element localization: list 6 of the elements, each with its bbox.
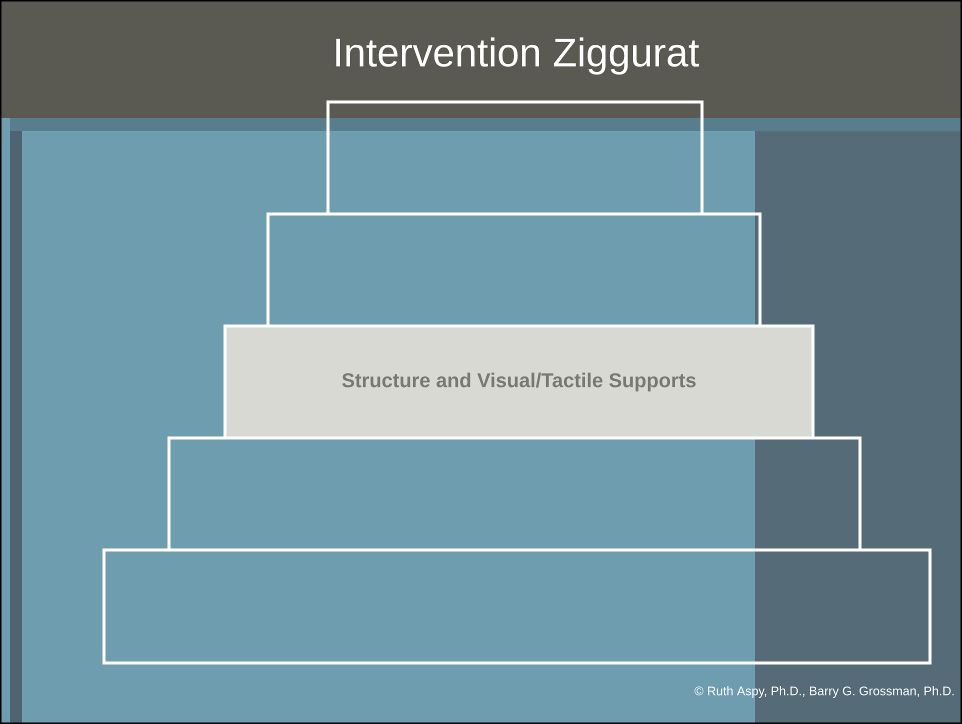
copyright-note: © Ruth Aspy, Ph.D., Barry G. Grossman, Ph.D. <box>694 686 954 698</box>
ziggurat-step <box>326 100 704 216</box>
slide-title: Intervention Ziggurat <box>336 37 700 75</box>
ziggurat-step <box>102 548 932 664</box>
ziggurat-step <box>168 436 862 552</box>
ziggurat-step: Structure and Visual/Tactile Supports <box>224 324 814 440</box>
